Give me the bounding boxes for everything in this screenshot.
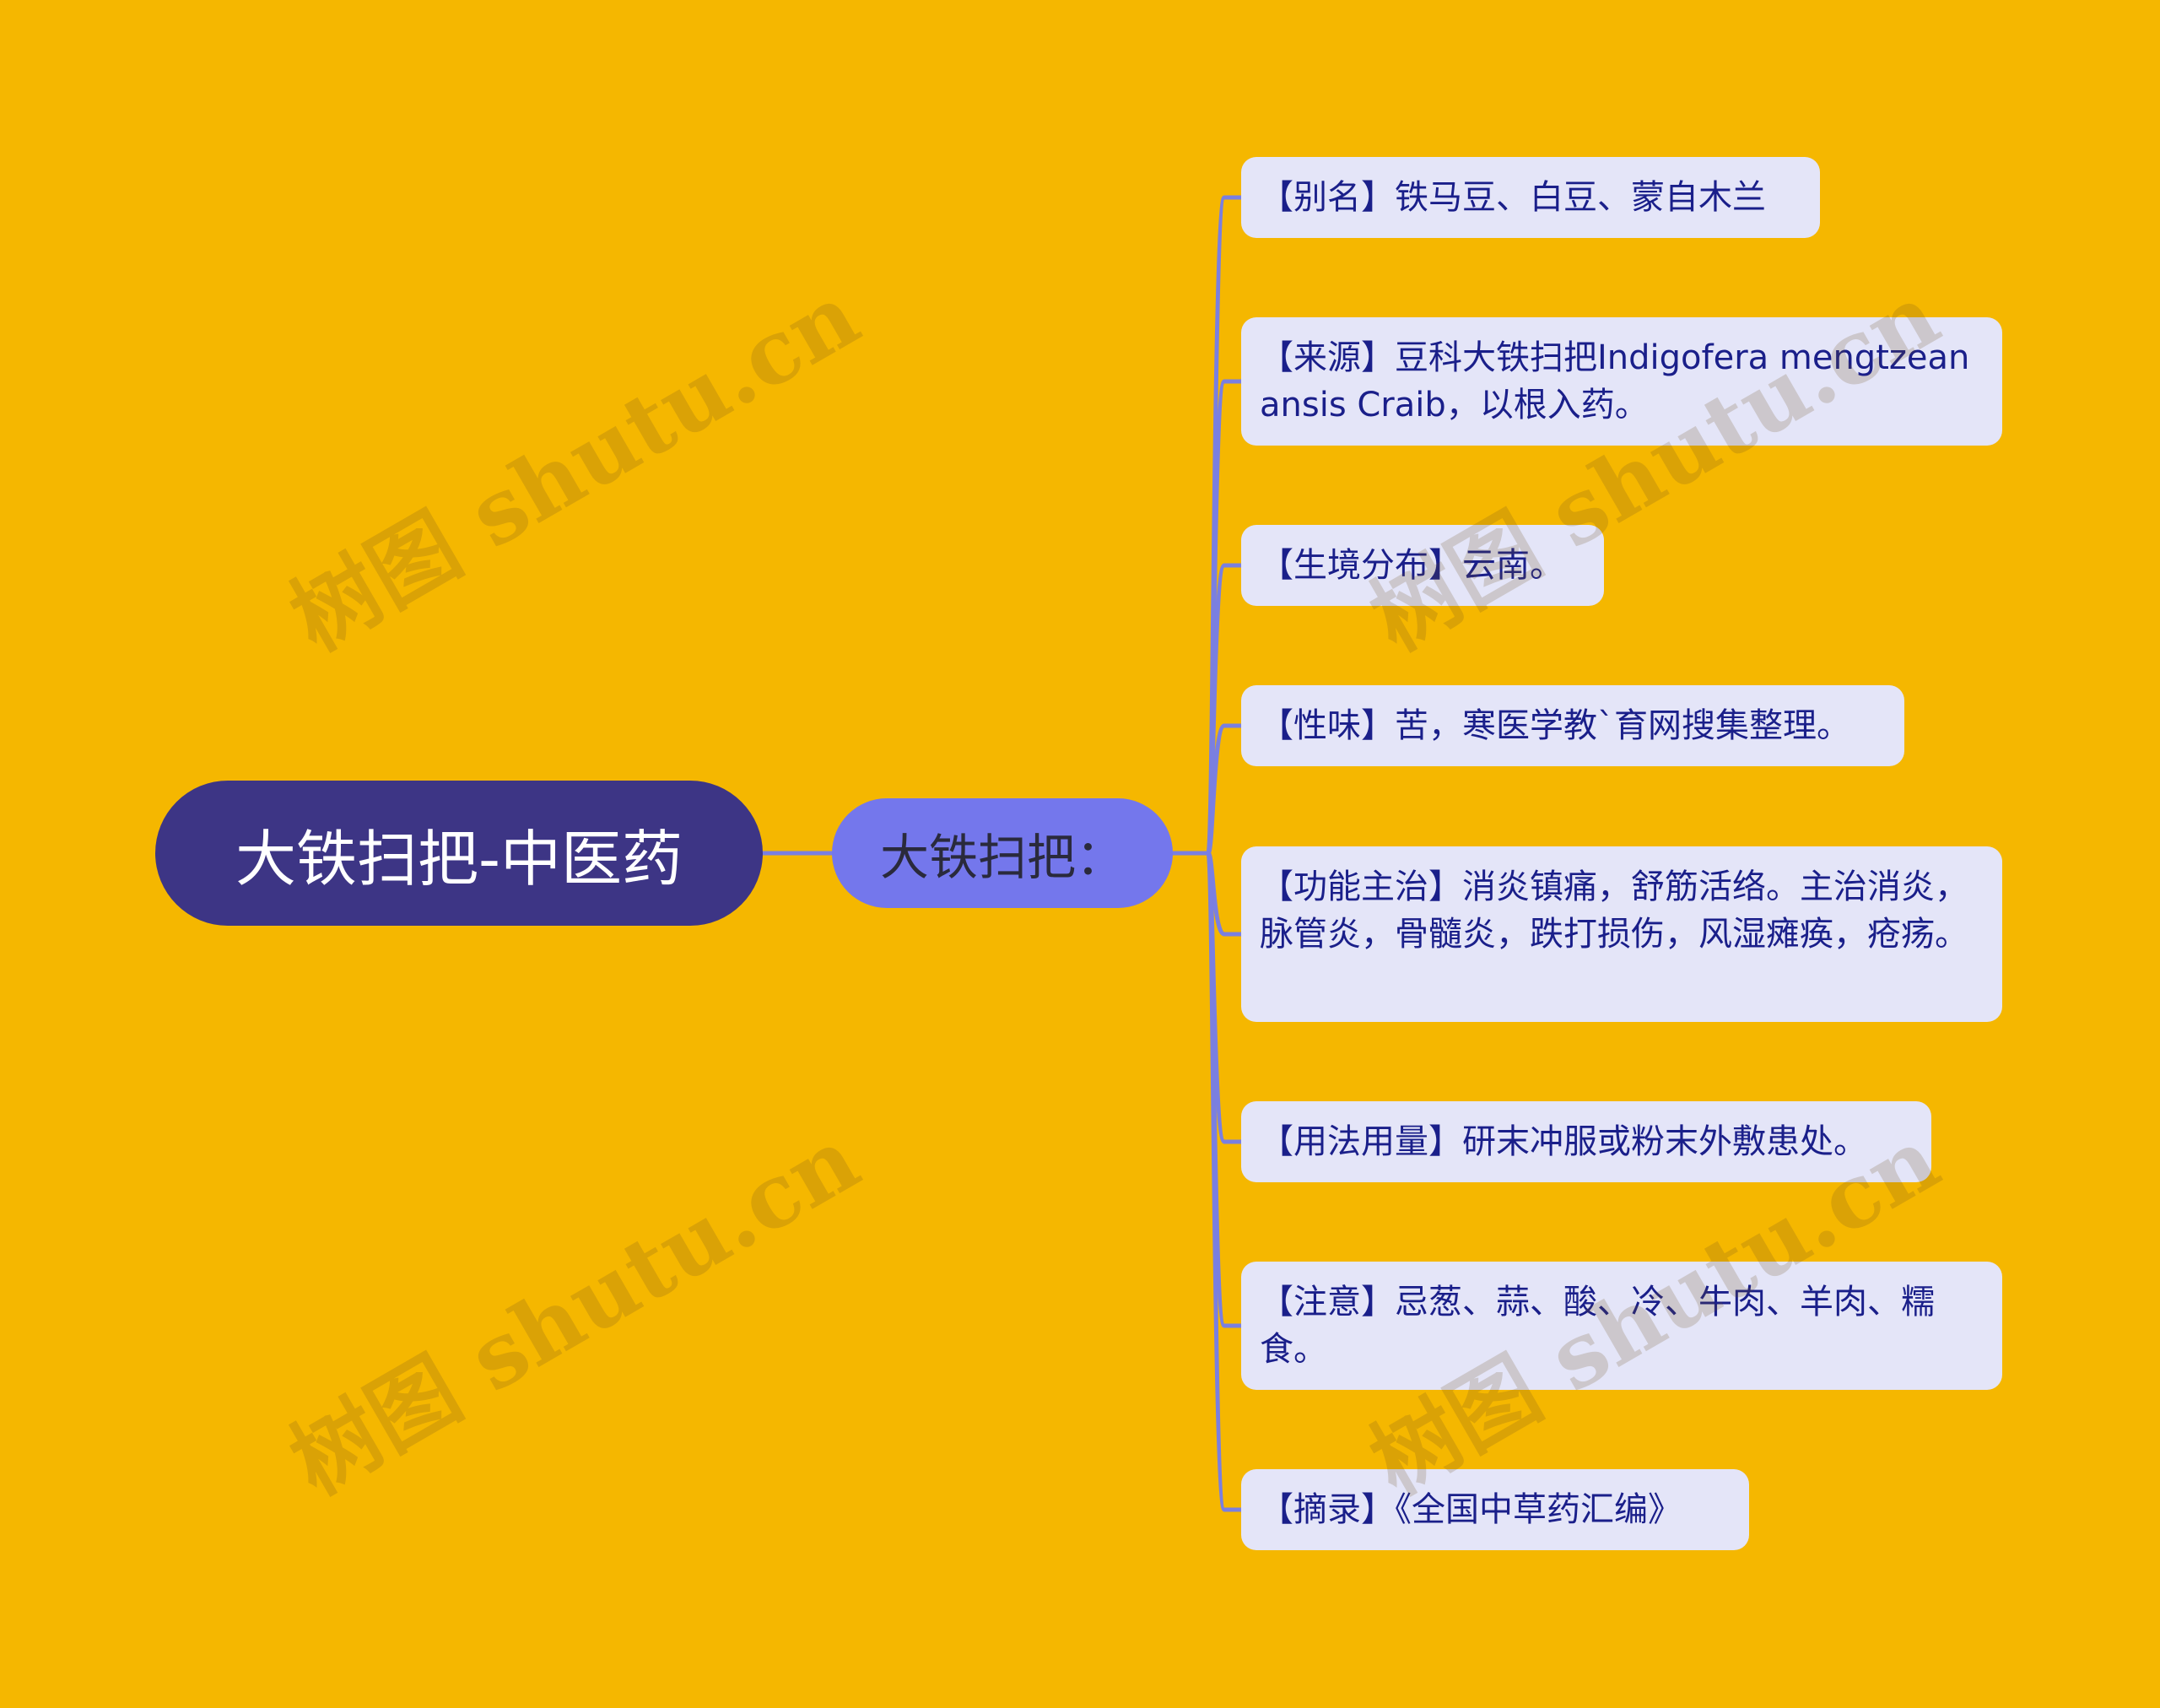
leaf-text: 【功能主治】消炎镇痛，舒筋活络。主治消炎，脉管炎，骨髓炎，跌打损伤，风湿瘫痪，疮… [1260,868,1968,954]
leaf-text: 【注意】忌葱、蒜、酸、冷、牛肉、羊肉、糯食。 [1260,1283,1935,1369]
leaf-node-habitat[interactable]: 【生境分布】云南。 [1241,525,1604,606]
leaf-text: 【别名】铁马豆、白豆、蒙自木兰 [1260,178,1766,217]
leaf-node-excerpt[interactable]: 【摘录】《全国中草药汇编》 [1241,1469,1749,1550]
root-node[interactable]: 大铁扫把-中医药 [155,781,763,926]
leaf-text: 【性味】苦，寒医学教`育网搜集整理。 [1260,706,1850,745]
leaf-node-alias[interactable]: 【别名】铁马豆、白豆、蒙自木兰 [1241,157,1820,238]
branch-node[interactable]: 大铁扫把： [832,798,1173,908]
leaf-text: 【来源】豆科大铁扫把Indigofera mengtzeanansis Crai… [1260,338,1970,424]
leaf-text: 【用法用量】研末冲服或粉末外敷患处。 [1260,1122,1867,1161]
leaf-node-taste[interactable]: 【性味】苦，寒医学教`育网搜集整理。 [1241,685,1904,766]
leaf-connector [1206,723,1244,856]
leaf-text: 【摘录】《全国中草药汇编》 [1260,1490,1682,1529]
leaf-node-indications[interactable]: 【功能主治】消炎镇痛，舒筋活络。主治消炎，脉管炎，骨髓炎，跌打损伤，风湿瘫痪，疮… [1241,846,2002,1022]
leaf-node-dosage[interactable]: 【用法用量】研末冲服或粉末外敷患处。 [1241,1101,1931,1182]
root-label: 大铁扫把-中医药 [235,823,683,895]
leaf-node-caution[interactable]: 【注意】忌葱、蒜、酸、冷、牛肉、羊肉、糯食。 [1241,1262,2002,1390]
branch-label: 大铁扫把： [879,829,1125,886]
leaf-connector [1206,851,1244,1512]
leaf-text: 【生境分布】云南。 [1260,546,1563,585]
leaf-node-source[interactable]: 【来源】豆科大铁扫把Indigofera mengtzeanansis Crai… [1241,317,2002,446]
